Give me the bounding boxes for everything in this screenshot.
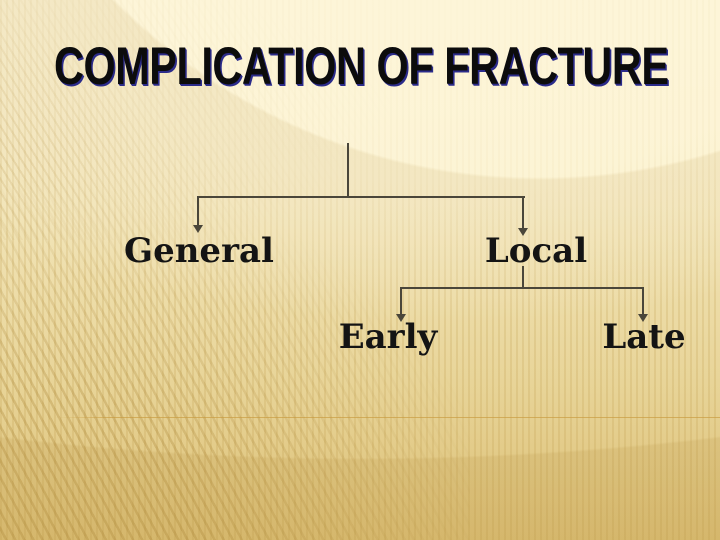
background-diagonal-stripes-top-left: [0, 0, 390, 240]
node-late: Late: [602, 317, 686, 357]
tree-line-to-early: [400, 287, 402, 315]
tree-local-stub-line: [522, 266, 524, 288]
tree-line-to-late: [642, 287, 644, 315]
down-arrow-early-icon: [396, 314, 406, 322]
footer-divider-line: [57, 417, 720, 418]
tree-line-to-local: [522, 196, 524, 229]
node-general: General: [124, 231, 274, 271]
node-early: Early: [338, 317, 438, 357]
tree-root-vertical-line: [347, 143, 349, 197]
tree-line-to-general: [197, 196, 199, 226]
tree-level1-horizontal-line: [197, 196, 525, 198]
slide-title: COMPLICATION OF FRACTURE: [54, 37, 669, 96]
node-local: Local: [484, 231, 588, 271]
tree-level2-horizontal-line: [400, 287, 644, 289]
down-arrow-late-icon: [638, 314, 648, 322]
down-arrow-general-icon: [193, 225, 203, 233]
down-arrow-local-icon: [518, 228, 528, 236]
